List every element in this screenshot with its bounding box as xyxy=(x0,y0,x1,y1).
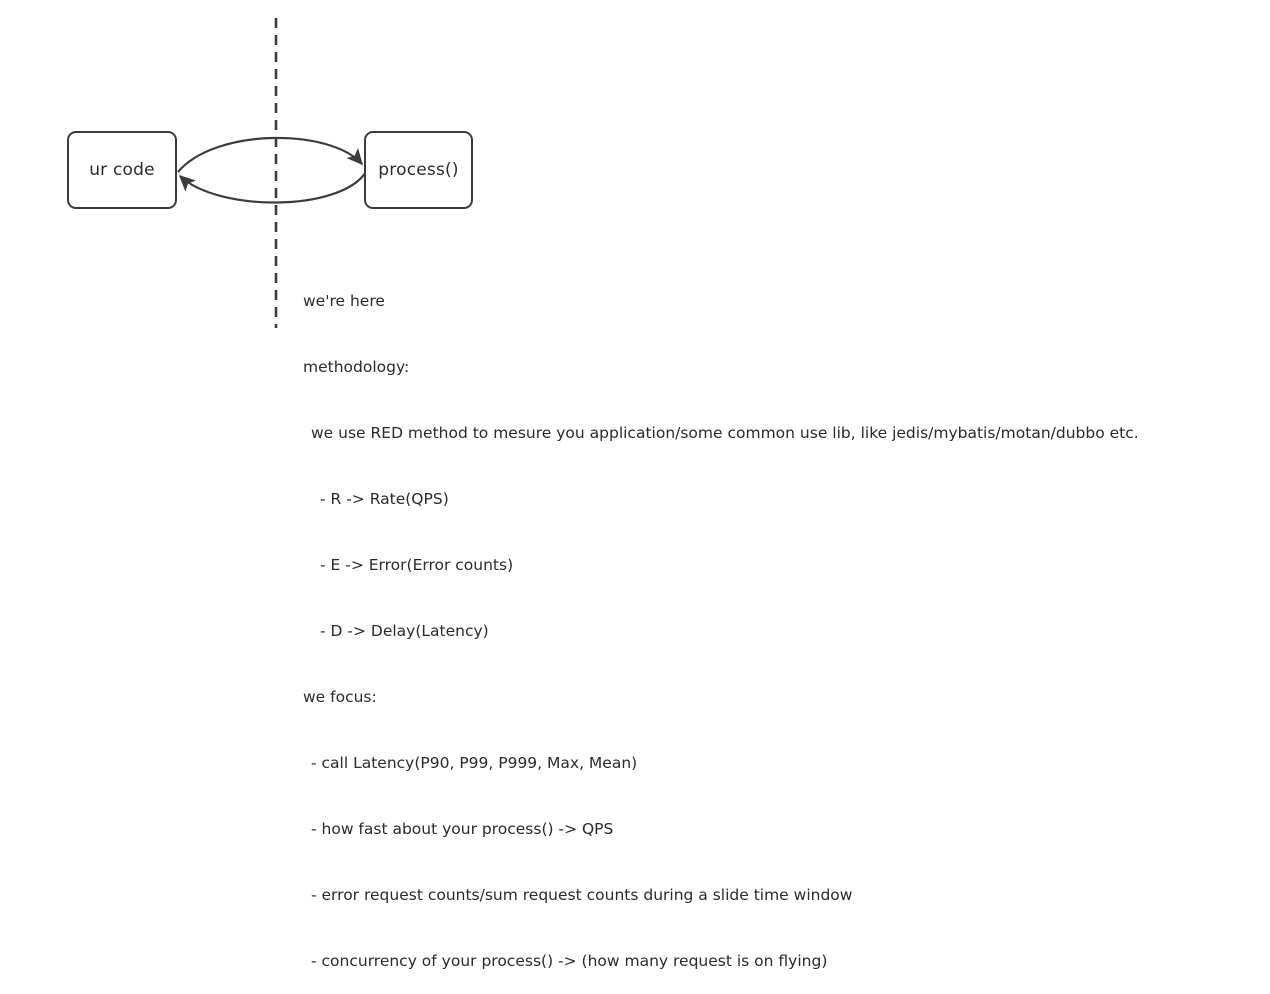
annotation-line-error: - E -> Error(Error counts) xyxy=(320,556,514,574)
annotation-line-we-focus: we focus: xyxy=(303,688,377,706)
node-ur-code[interactable]: ur code xyxy=(67,131,177,209)
annotation-line-methodology: methodology: xyxy=(303,358,410,376)
annotation-line-call-latency: - call Latency(P90, P99, P999, Max, Mean… xyxy=(311,754,638,772)
annotation-line-red-method: we use RED method to mesure you applicat… xyxy=(311,424,1139,442)
annotation-line-rate: - R -> Rate(QPS) xyxy=(320,490,449,508)
call-edge-arrow xyxy=(177,136,363,173)
annotation-line-delay: - D -> Delay(Latency) xyxy=(320,622,489,640)
return-edge-arrow xyxy=(178,171,367,204)
annotation-line-qps: - how fast about your process() -> QPS xyxy=(311,820,614,838)
annotation-line-were-here: we're here xyxy=(303,292,385,310)
diagram-canvas xyxy=(177,18,367,328)
annotation-text-block: we're here methodology: we use RED metho… xyxy=(303,246,1139,994)
annotation-line-error-ratio: - error request counts/sum request count… xyxy=(311,886,853,904)
node-process-label: process() xyxy=(378,160,459,180)
node-process[interactable]: process() xyxy=(364,131,473,209)
node-ur-code-label: ur code xyxy=(89,160,155,180)
annotation-line-concurrency: - concurrency of your process() -> (how … xyxy=(311,952,828,970)
